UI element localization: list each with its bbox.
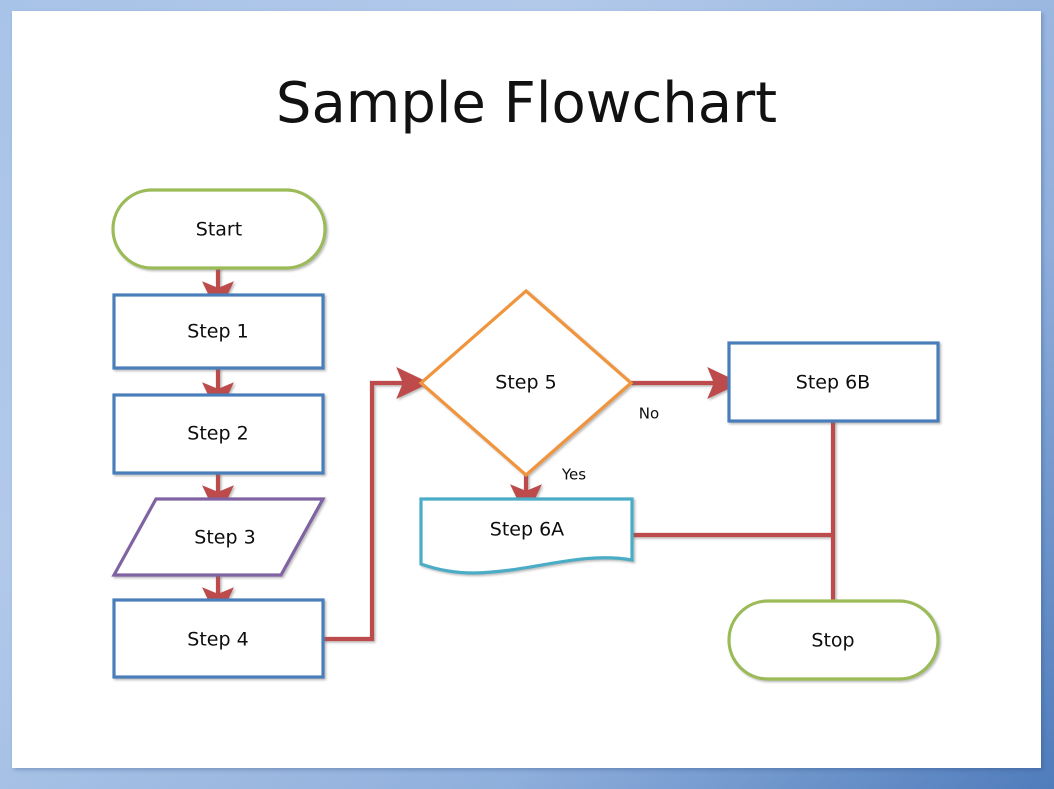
start-shape [111,188,327,270]
step1-shape [112,293,325,370]
step3-label: Step 3 [194,527,255,549]
node-step4[interactable]: Step 4 [112,598,325,679]
flowchart-diagram: Start Step 1 Step 2 Step 3 Step 4 [111,188,940,681]
node-step3[interactable]: Step 3 [111,497,326,577]
node-step6b[interactable]: Step 6B [727,341,940,423]
step3-shape [111,497,326,577]
step2-shape [112,393,325,475]
step6a-label: Step 6A [490,519,564,541]
step4-label: Step 4 [187,629,248,651]
step6b-label: Step 6B [796,372,870,394]
node-step5[interactable]: Step 5 [418,288,634,478]
connector-step4-to-step5 [323,367,430,642]
slide-canvas: Sample Flowchart [12,11,1041,768]
page-title: Sample Flowchart [275,71,778,136]
step2-label: Step 2 [187,423,248,445]
node-step2[interactable]: Step 2 [112,393,325,475]
stop-shape [727,599,940,681]
node-step6a[interactable]: Step 6A [419,497,634,575]
start-label: Start [196,219,242,241]
step5-shape [418,288,634,478]
edge-label-yes: Yes [561,466,586,484]
node-step1[interactable]: Step 1 [112,293,325,370]
step6b-shape [727,341,940,423]
step5-label: Step 5 [495,372,556,394]
node-stop[interactable]: Stop [727,599,940,681]
stop-label: Stop [811,630,854,652]
edge-label-no: No [639,405,659,423]
step1-label: Step 1 [187,321,248,343]
step4-shape [112,598,325,679]
step6a-shape [419,497,634,575]
node-start[interactable]: Start [111,188,327,270]
